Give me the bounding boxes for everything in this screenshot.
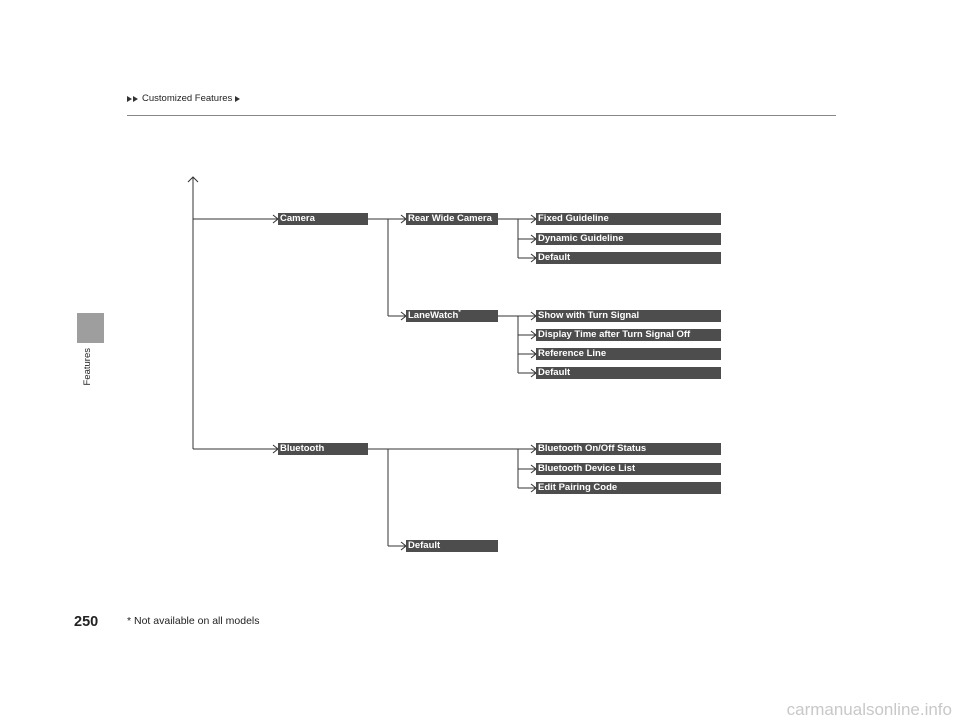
menu-node-rear-camera-default[interactable]: Default — [536, 252, 721, 264]
breadcrumb: Customized Features — [127, 93, 241, 104]
lanewatch-label: LaneWatch — [408, 310, 459, 321]
page-number: 250 — [74, 614, 99, 630]
menu-node-bluetooth-device-list[interactable]: Bluetooth Device List — [536, 463, 721, 475]
menu-node-rear-wide-camera[interactable]: Rear Wide Camera — [406, 213, 498, 225]
menu-node-display-time-after-turn-signal-off[interactable]: Display Time after Turn Signal Off — [536, 329, 721, 341]
menu-node-camera[interactable]: Camera — [278, 213, 368, 225]
watermark: carmanualsonline.info — [786, 700, 952, 719]
menu-node-show-with-turn-signal[interactable]: Show with Turn Signal — [536, 310, 721, 322]
section-tab — [77, 313, 104, 343]
menu-node-lanewatch[interactable]: LaneWatch* — [406, 310, 498, 322]
menu-node-edit-pairing-code[interactable]: Edit Pairing Code — [536, 482, 721, 494]
footnote: * Not available on all models — [127, 615, 260, 627]
header-divider — [127, 115, 836, 116]
breadcrumb-item[interactable]: Customized Features — [142, 93, 233, 104]
breadcrumb-arrow-icon — [127, 95, 132, 102]
lanewatch-footnote-mark: * — [458, 310, 461, 316]
menu-node-fixed-guideline[interactable]: Fixed Guideline — [536, 213, 721, 225]
menu-node-bluetooth-default[interactable]: Default — [406, 540, 498, 552]
menu-node-bluetooth[interactable]: Bluetooth — [278, 443, 368, 455]
menu-node-lanewatch-default[interactable]: Default — [536, 367, 721, 379]
menu-node-reference-line[interactable]: Reference Line — [536, 348, 721, 360]
menu-node-bluetooth-on-off-status[interactable]: Bluetooth On/Off Status — [536, 443, 721, 455]
breadcrumb-arrow-icon — [235, 95, 241, 102]
menu-node-dynamic-guideline[interactable]: Dynamic Guideline — [536, 233, 721, 245]
breadcrumb-arrow-icon — [133, 95, 138, 102]
